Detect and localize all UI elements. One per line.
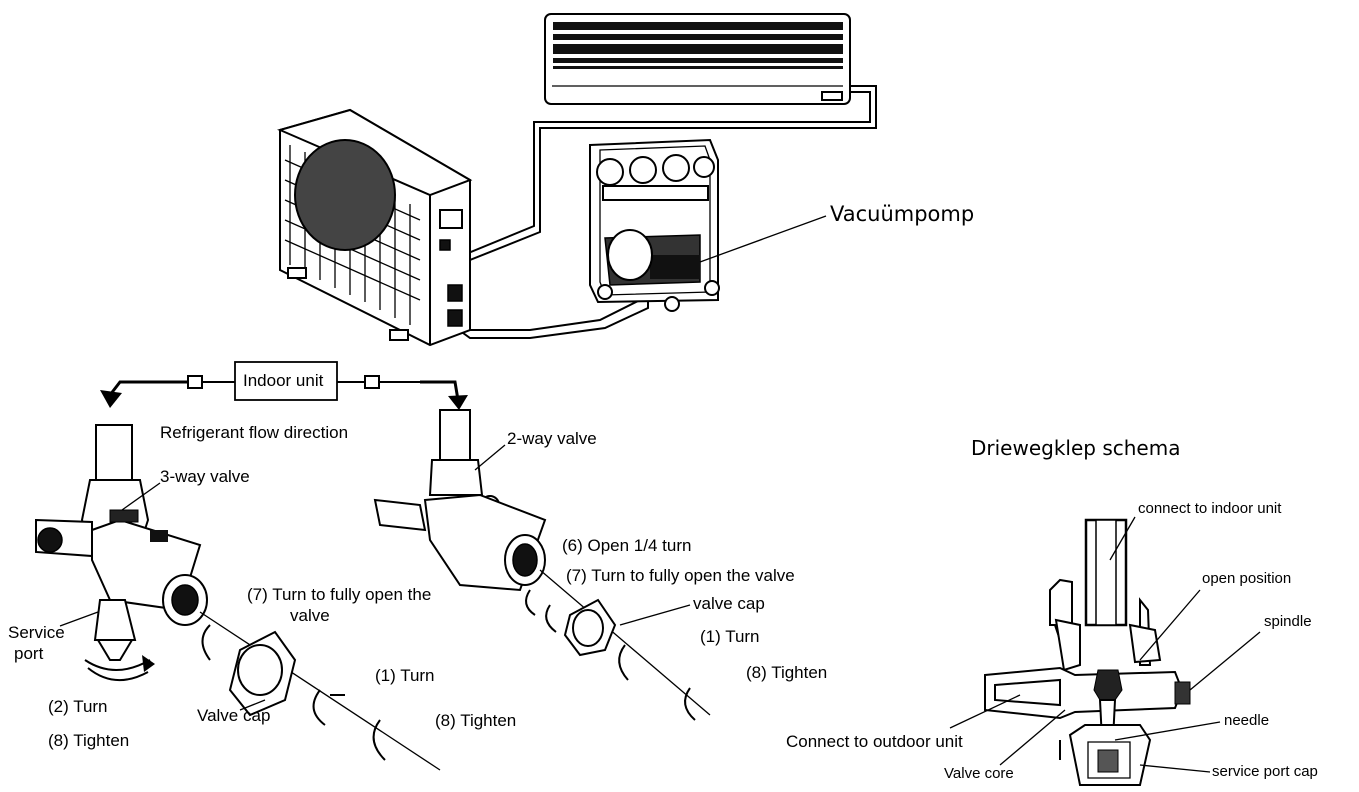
turn-right-label: (1) Turn	[700, 627, 760, 646]
indoor-wall-unit	[544, 13, 851, 105]
outdoor-unit	[277, 108, 473, 347]
left-axis-turn-arrows	[199, 611, 441, 771]
leader-lines-schema	[949, 516, 1261, 773]
needle-label: needle	[1224, 712, 1270, 729]
turn-left-label: (2) Turn	[48, 697, 108, 716]
turn-open-left-label-line2: valve	[290, 606, 330, 625]
tighten-right-label: (8) Tighten	[746, 663, 828, 682]
valve-core-label: Valve core	[944, 765, 1014, 782]
three-way-valve-illustration	[35, 424, 208, 682]
vacuum-pump-leader-line	[699, 215, 827, 263]
indoor-unit-label: Indoor unit	[243, 371, 324, 390]
open-quarter-turn-label: (6) Open 1/4 turn	[562, 536, 692, 555]
refrigerant-flow-label: Refrigerant flow direction	[160, 423, 349, 442]
connect-indoor-label: connect to indoor unit	[1138, 500, 1282, 517]
turn-open-right-label: (7) Turn to fully open the valve	[566, 566, 795, 585]
three-way-valve-label: 3-way valve	[160, 467, 250, 486]
leader-lines-left	[59, 444, 691, 711]
turn-middle-label: (1) Turn	[375, 666, 435, 685]
tighten-middle-label: (8) Tighten	[435, 711, 517, 730]
three-way-valve-cross-section	[984, 518, 1191, 786]
vacuum-pump-illustration	[589, 138, 720, 312]
vacuum-pump-label: Vacuümpomp	[830, 202, 975, 226]
valve-cap-left-label: Valve cap	[197, 706, 271, 725]
open-position-label: open position	[1202, 570, 1292, 587]
indoor-unit-flow	[100, 361, 468, 410]
valve-cap-right-label: valve cap	[693, 594, 765, 613]
two-way-valve-illustration	[373, 409, 547, 592]
turn-open-left-label-line1: (7) Turn to fully open the	[247, 585, 432, 604]
two-way-valve-label: 2-way valve	[507, 429, 597, 448]
service-port-cap-label: service port cap	[1212, 763, 1318, 780]
service-port-label-line2: port	[14, 644, 44, 663]
right-axis-turn-arrows	[525, 569, 711, 721]
spindle-label: spindle	[1264, 613, 1312, 630]
connect-outdoor-label: Connect to outdoor unit	[786, 732, 963, 751]
tighten-left-label: (8) Tighten	[48, 731, 130, 750]
schema-title: Driewegklep schema	[971, 436, 1181, 460]
service-port-label-line1: Service	[8, 623, 65, 642]
